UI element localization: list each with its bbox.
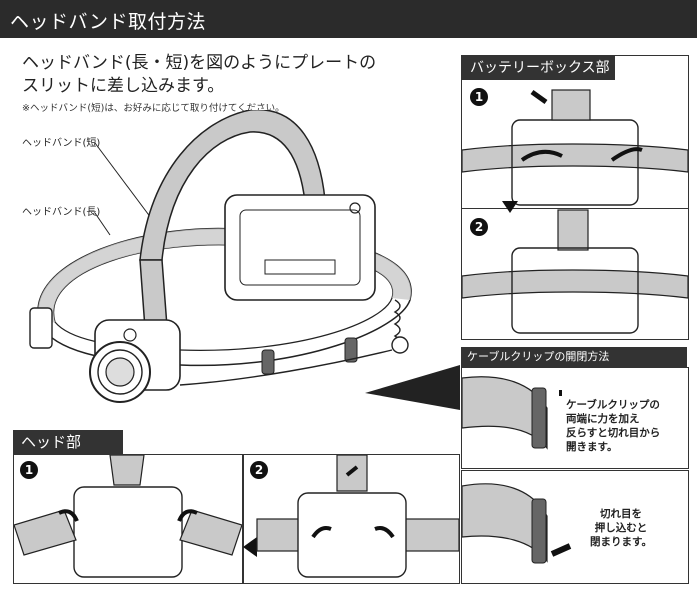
intro-line-2: スリットに差し込みます。 — [22, 76, 225, 96]
battery-step-2-illustration — [462, 201, 688, 334]
battery-step-2-badge: 2 — [470, 218, 488, 236]
intro-text: ヘッドバンド(長・短)を図のようにプレートの スリットに差し込みます。 — [22, 52, 402, 98]
head-part-title: ヘッド部 — [13, 430, 123, 454]
battery-box-title: バッテリーボックス部 — [462, 56, 615, 80]
close-line-3: 閉まります。 — [590, 536, 652, 548]
intro-line-1: ヘッドバンド(長・短)を図のようにプレートの — [22, 53, 377, 73]
headlamp-illustration — [29, 110, 460, 410]
close-line-1: 切れ目を — [599, 508, 642, 520]
head-part-panel: 1 2 — [13, 454, 460, 584]
battery-step-1-illustration — [462, 89, 688, 206]
cable-clip-close-panel: 切れ目を 押し込むと 閉まります。 — [461, 470, 689, 584]
page-title-bar: ヘッドバンド取付方法 — [0, 0, 697, 38]
cable-clip-open-text: ケーブルクリップの 両端に力を加え 反らすと切れ目から 開きます。 — [566, 398, 660, 454]
battery-divider — [462, 208, 688, 209]
battery-step-1-badge: 1 — [470, 88, 488, 106]
page-title: ヘッドバンド取付方法 — [10, 11, 206, 33]
open-line-1: ケーブルクリップの — [566, 399, 660, 411]
cable-clip-close-illustration — [462, 483, 572, 564]
cable-clip-close-text: 切れ目を 押し込むと 閉まります。 — [590, 507, 652, 549]
head-step-1-illustration — [14, 455, 242, 578]
head-step-2-illustration — [243, 455, 459, 578]
long-band-label: ヘッドバンド(長) — [22, 207, 101, 218]
open-line-2: 両端に力を加え — [566, 413, 640, 425]
head-step-2-badge: 2 — [250, 461, 268, 479]
open-line-3: 反らすと切れ目から — [566, 427, 661, 439]
intro-note: ※ヘッドバンド(短)は、お好みに応じて取り付けてください。 — [22, 103, 285, 114]
close-line-2: 押し込むと — [594, 522, 648, 534]
cable-clip-open-panel: ケーブルクリップの 両端に力を加え 反らすと切れ目から 開きます。 — [461, 367, 689, 469]
short-band-label: ヘッドバンド(短) — [22, 138, 101, 149]
head-step-1-badge: 1 — [20, 461, 38, 479]
cable-clip-open-illustration — [462, 376, 562, 450]
battery-box-panel: バッテリーボックス部 1 2 — [461, 55, 689, 340]
head-divider — [242, 455, 244, 583]
open-line-4: 開きます。 — [566, 441, 618, 453]
cable-clip-title: ケーブルクリップの開閉方法 — [461, 347, 687, 367]
